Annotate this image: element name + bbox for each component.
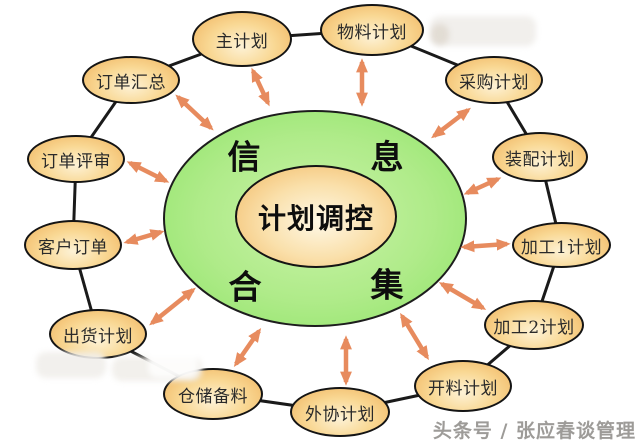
node-process-2-plan: 加工2计划	[484, 300, 584, 350]
node-order-review: 订单评审	[27, 135, 125, 183]
node-label: 加工1计划	[520, 237, 603, 258]
node-label: 加工2计划	[493, 317, 575, 338]
node-label: 客户订单	[38, 237, 108, 258]
core-label: 计划调控	[257, 201, 374, 235]
blurred-watermark-patch	[148, 340, 198, 378]
arrow-process-2-plan	[438, 282, 487, 310]
node-label: 物料计划	[337, 22, 407, 43]
node-label: 装配计划	[505, 149, 575, 170]
node-label: 仓储备料	[178, 386, 248, 407]
node-label: 采购计划	[459, 72, 529, 93]
node-label: 外协计划	[305, 404, 375, 425]
arrow-warehouse-prep	[233, 327, 262, 368]
arrow-assembly-plan	[463, 176, 502, 196]
arrow-purchasing-plan	[431, 107, 471, 139]
node-label: 主计划	[215, 31, 269, 52]
blurred-watermark-patch	[36, 352, 106, 378]
ring-char-he: 合	[228, 267, 262, 307]
node-assembly-plan: 装配计划	[492, 132, 588, 182]
node-material-plan: 物料计划	[320, 4, 424, 56]
arrow-order-summary	[175, 94, 214, 131]
node-order-summary: 订单汇总	[82, 56, 180, 104]
node-outsourcing-plan: 外协计划	[290, 387, 390, 437]
arrow-customer-order	[123, 229, 165, 245]
blurred-watermark-patch	[431, 24, 449, 45]
watermark-text: 头条号 / 张应春谈管理	[432, 420, 636, 442]
node-label: 出货计划	[63, 326, 133, 347]
node-label: 开料计划	[428, 378, 498, 399]
arrow-process-1-plan	[460, 238, 511, 253]
arrow-shipping-plan	[149, 287, 196, 326]
node-process-1-plan: 加工1计划	[512, 222, 611, 268]
node-label: 订单汇总	[96, 72, 166, 93]
node-cutting-plan: 开料计划	[414, 360, 512, 412]
arrow-cutting-plan	[400, 312, 429, 361]
arrow-order-review	[126, 160, 170, 184]
arrow-main-plan	[250, 67, 271, 107]
node-main-plan: 主计划	[192, 11, 292, 67]
node-label: 订单评审	[41, 151, 111, 172]
ring-char-xi: 息	[370, 137, 404, 177]
node-purchasing-plan: 采购计划	[445, 56, 543, 104]
plan-control-core: 计划调控	[235, 165, 397, 268]
node-customer-order: 客户订单	[24, 220, 122, 270]
ring-char-xin: 信	[227, 137, 261, 177]
ring-char-ji: 集	[370, 265, 404, 305]
